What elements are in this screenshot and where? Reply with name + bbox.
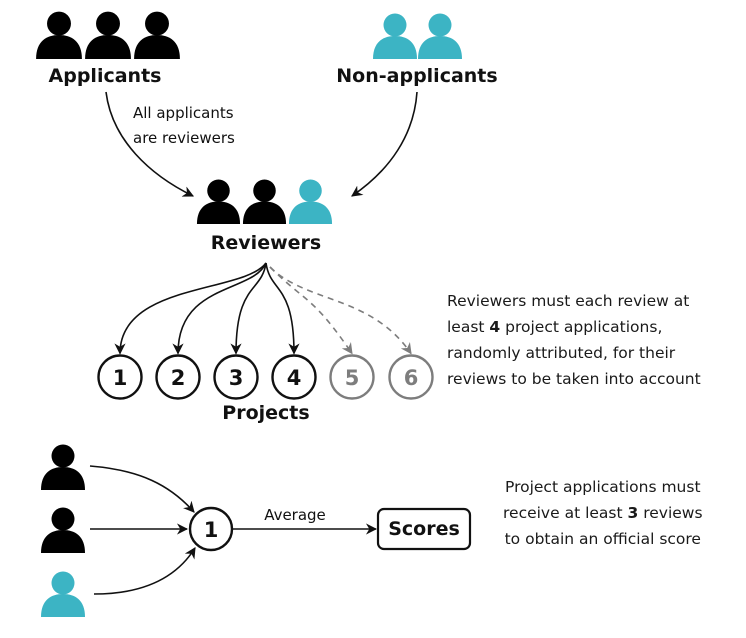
project-circle	[213, 354, 259, 400]
project-circle	[329, 354, 375, 400]
project-edges	[114, 262, 412, 355]
person-icon	[36, 11, 82, 59]
required-review-edge	[172, 262, 267, 355]
project-circle	[155, 354, 201, 400]
project-number: 6	[404, 366, 419, 390]
projects-label: Projects	[222, 402, 309, 424]
person-icon	[41, 571, 85, 617]
reviewer-rule-note: Reviewers must each review at least 4 pr…	[447, 288, 701, 392]
project-node: 1	[97, 354, 143, 400]
project-node: 2	[155, 354, 201, 400]
score-rule-line2-pre: receive at least	[503, 504, 628, 522]
project-nodes: 1 2 3 4 5 6	[97, 354, 434, 400]
person-icon	[418, 13, 462, 59]
optional-review-edge	[269, 266, 353, 355]
reviewers-group: Reviewers	[196, 179, 333, 254]
project-circle	[388, 354, 434, 400]
project-node: 6	[388, 354, 434, 400]
reviewer-rule-line3: randomly attributed, for their	[447, 344, 676, 362]
edge-applicants-to-reviewers	[105, 91, 195, 197]
project-node: 5	[329, 354, 375, 400]
project-node: 3	[213, 354, 259, 400]
project-node: 4	[271, 354, 317, 400]
edge-non-applicants-to-reviewers	[351, 91, 418, 197]
scoring-project-number: 1	[204, 518, 219, 542]
person-icon	[41, 507, 85, 553]
reviewer-icons	[196, 179, 333, 225]
non-applicants-label: Non-applicants	[336, 65, 497, 87]
scoring-project-circle	[188, 506, 234, 552]
project-number: 1	[113, 366, 128, 390]
project-circle	[271, 354, 317, 400]
edge-annotation-line1: All applicants	[133, 104, 234, 122]
average-label: Average	[264, 506, 326, 524]
score-rule-line2-post: reviews	[638, 504, 703, 522]
scoring-project-node: 1	[188, 506, 234, 552]
non-applicant-icons	[373, 13, 462, 59]
applicants-group: Applicants	[36, 11, 180, 87]
person-icon	[196, 179, 241, 225]
non-applicants-group: Non-applicants	[336, 13, 498, 87]
required-review-edge	[230, 262, 267, 355]
person-icon	[41, 444, 85, 490]
person-icon	[134, 11, 180, 59]
reviewer-rule-line4: reviews to be taken into account	[447, 370, 701, 388]
edge-score-reviewer-1	[89, 465, 195, 513]
required-review-edge	[114, 262, 267, 355]
project-circle	[97, 354, 143, 400]
scoring-reviewer-icons	[41, 444, 85, 617]
reviewer-rule-line2-post: project applications,	[500, 318, 663, 336]
person-icon	[373, 13, 417, 59]
scores-box-border	[376, 507, 472, 551]
reviewer-rule-line2-pre: least	[447, 318, 490, 336]
score-rule-line1: Project applications must	[505, 478, 701, 496]
scores-box: Scores	[376, 507, 472, 551]
person-icon	[85, 11, 131, 59]
optional-review-edge	[269, 266, 412, 355]
project-number: 2	[171, 366, 186, 390]
score-rule-line3: to obtain an official score	[504, 530, 701, 548]
reviewer-rule-min-count: 4	[489, 318, 501, 336]
project-number: 3	[229, 366, 244, 390]
score-rule-min-count: 3	[627, 504, 639, 522]
score-rule-line2: receive at least 3 reviews	[503, 500, 703, 526]
reviewer-rule-line2: least 4 project applications,	[447, 314, 701, 340]
project-number: 4	[287, 366, 302, 390]
scores-label: Scores	[388, 518, 460, 540]
project-number: 5	[345, 366, 360, 390]
person-icon	[242, 179, 287, 225]
edge-score-reviewer-3	[93, 547, 196, 595]
person-icon	[288, 179, 333, 225]
reviewers-label: Reviewers	[211, 232, 321, 254]
required-review-edge	[265, 262, 300, 355]
reviewer-rule-line1: Reviewers must each review at	[447, 292, 690, 310]
applicants-label: Applicants	[49, 65, 162, 87]
score-rule-note: Project applications must receive at lea…	[503, 474, 703, 552]
applicant-icons	[36, 11, 180, 59]
edge-annotation-line2: are reviewers	[133, 129, 235, 147]
